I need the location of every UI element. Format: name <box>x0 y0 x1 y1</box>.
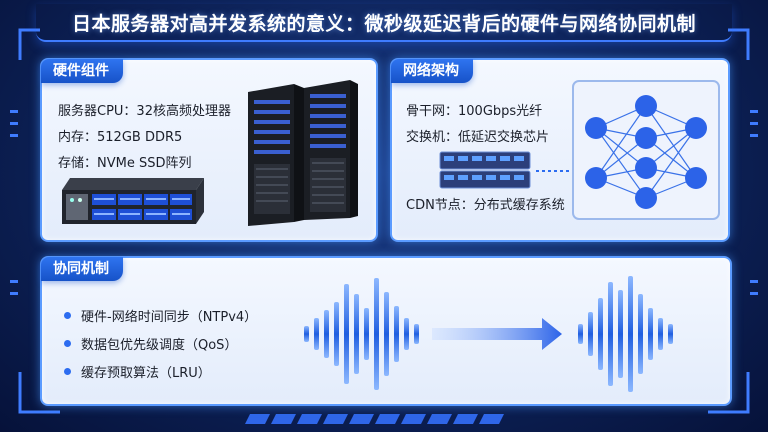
network-item-cdn: CDN节点：分布式缓存系统 <box>406 198 565 213</box>
coordination-panel: 协同机制 硬件-网络时间同步（NTPv4） 数据包优先级调度（QoS） 缓存预取… <box>40 256 732 406</box>
page-title: 日本服务器对高并发系统的意义：微秒级延迟背后的硬件与网络协同机制 <box>71 12 696 35</box>
coordination-item-sync: 硬件-网络时间同步（NTPv4） <box>64 306 257 325</box>
coordination-item-label: 硬件-网络时间同步（NTPv4） <box>81 310 258 325</box>
coordination-item-label: 缓存预取算法（LRU） <box>81 366 211 381</box>
waveform-icon <box>304 276 673 392</box>
neural-network-icon <box>572 80 720 220</box>
bullet-icon <box>64 340 71 347</box>
hardware-item-memory: 内存：512GB DDR5 <box>58 130 183 145</box>
title-bar <box>36 4 732 42</box>
server-rack-icon <box>248 80 358 226</box>
network-item-backbone: 骨干网：100Gbps光纤 <box>406 104 543 119</box>
hardware-item-cpu: 服务器CPU：32核高频处理器 <box>58 104 231 119</box>
bullet-icon <box>64 312 71 319</box>
hardware-item-storage: 存储：NVMe SSD阵列 <box>58 156 192 171</box>
coordination-item-cache: 缓存预取算法（LRU） <box>64 362 211 381</box>
network-item-switch: 交换机：低延迟交换芯片 <box>406 130 550 145</box>
coordination-item-qos: 数据包优先级调度（QoS） <box>64 334 237 353</box>
bullet-icon <box>64 368 71 375</box>
coordination-item-label: 数据包优先级调度（QoS） <box>81 338 238 353</box>
switch-icon <box>439 151 531 189</box>
hardware-tag: 硬件组件 <box>41 59 123 83</box>
network-tag: 网络架构 <box>391 59 473 83</box>
rack-server-icon <box>62 178 204 224</box>
coordination-tag: 协同机制 <box>41 257 123 281</box>
network-panel: 网络架构 骨干网：100Gbps光纤 交换机：低延迟交换芯片 CDN节点：分布式… <box>390 58 730 242</box>
hardware-panel: 硬件组件 服务器CPU：32核高频处理器 内存：512GB DDR5 存储：NV… <box>40 58 378 242</box>
